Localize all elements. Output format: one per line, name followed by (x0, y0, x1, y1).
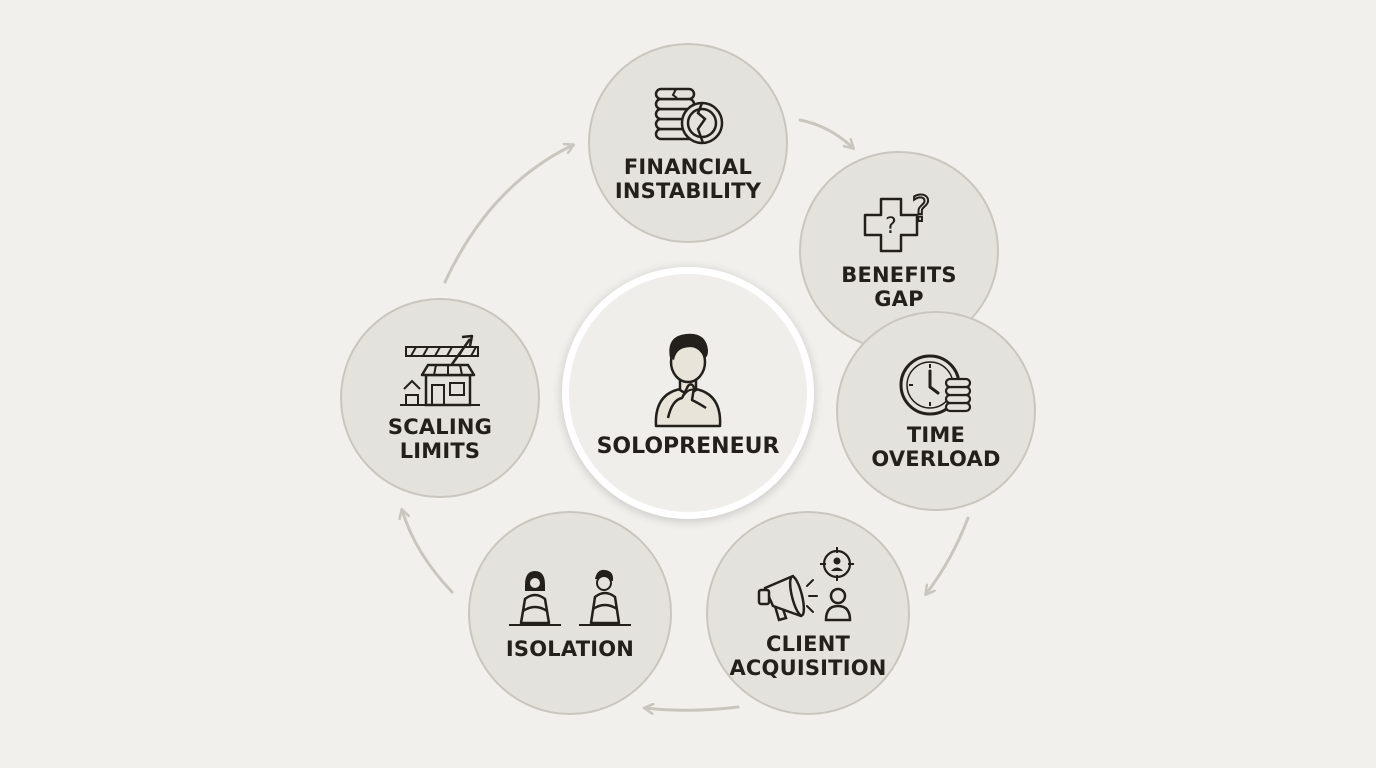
label-benefits-gap: BENEFITS GAP (841, 263, 957, 311)
node-isolation: ISOLATION (468, 511, 672, 715)
arrow-time-to-client (926, 516, 970, 594)
svg-text:?: ? (885, 214, 897, 239)
cracked-coins-icon (654, 87, 724, 145)
node-scaling-limits: SCALING LIMITS (340, 298, 540, 498)
arrow-scaling-to-financial (443, 145, 573, 284)
node-client-acquisition: CLIENT ACQUISITION (706, 511, 910, 715)
label-time-overload: TIME OVERLOAD (871, 423, 1001, 471)
isolated-people-icon (509, 569, 631, 626)
label-financial-instability: FINANCIAL INSTABILITY (614, 155, 762, 203)
thinking-person-icon (654, 333, 722, 427)
node-financial-instability: FINANCIAL INSTABILITY (588, 43, 788, 243)
megaphone-target-icon (757, 547, 854, 622)
arrow-isolation-to-scaling (402, 510, 454, 594)
svg-text:?: ? (911, 191, 930, 230)
arrow-financial-to-benefits (798, 118, 853, 148)
center-label: SOLOPRENEUR (596, 433, 780, 459)
label-isolation: ISOLATION (505, 637, 635, 661)
medical-cross-question-icon: ? ? (863, 191, 932, 253)
arrow-client-to-isolation (645, 707, 740, 710)
label-scaling-limits: SCALING LIMITS (387, 415, 493, 463)
label-client-acquisition: CLIENT ACQUISITION (729, 632, 887, 680)
storefront-ceiling-icon (400, 334, 480, 407)
node-time-overload: TIME OVERLOAD (836, 311, 1036, 511)
clock-coins-icon (899, 354, 972, 416)
center-solopreneur: SOLOPRENEUR (562, 267, 814, 519)
